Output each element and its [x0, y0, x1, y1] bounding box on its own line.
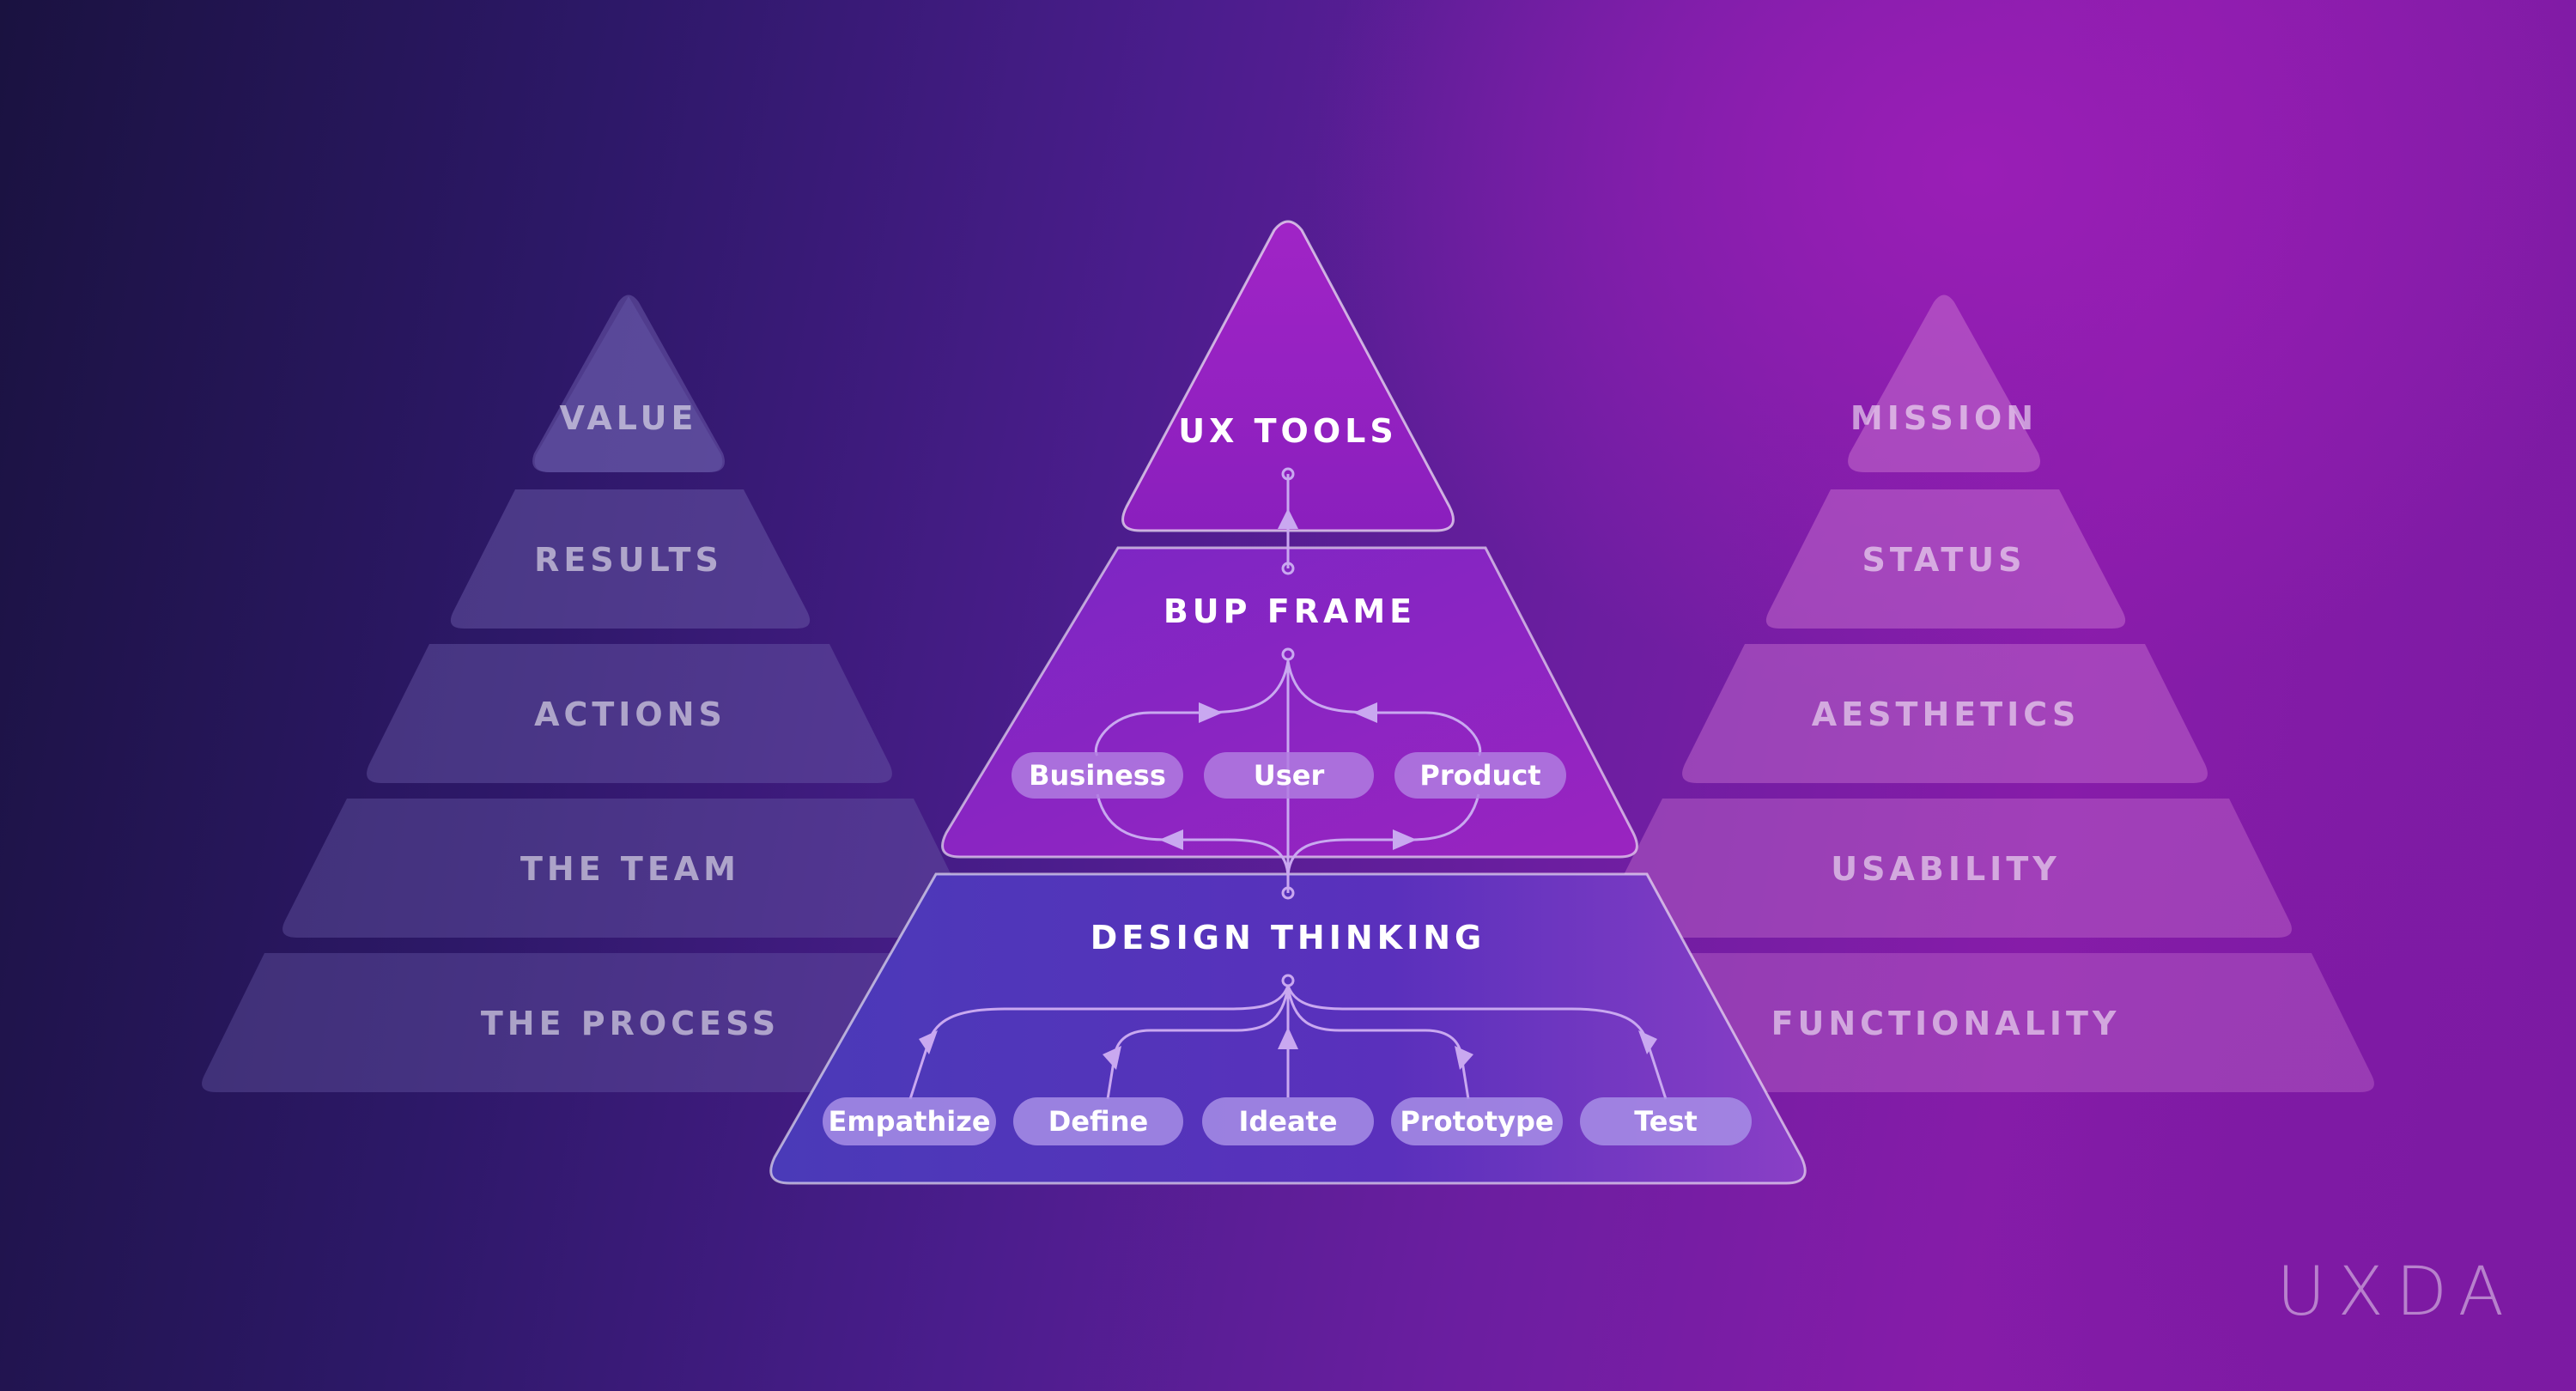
left-tier-1-shape [532, 295, 725, 472]
connector-test [1286, 985, 1668, 1100]
pill-label-ideate: Ideate [1238, 1105, 1337, 1138]
left-pyramid: VALUE RESULTS ACTIONS THE TEAM THE PROCE… [202, 295, 1059, 1092]
pill-label-business: Business [1029, 759, 1166, 792]
right-tier-label-4: USABILITY [1831, 850, 2061, 888]
pill-prototype[interactable] [1391, 1097, 1563, 1145]
connector-empathize [908, 985, 1290, 1100]
uxda-logo: UXDA [2276, 1254, 2516, 1331]
connector-product-loop [1365, 711, 1482, 756]
bup-pills: Business User Product [1012, 752, 1566, 799]
center-bottom-title: DESIGN THINKING [1091, 919, 1485, 957]
left-tier-label-2: RESULTS [534, 541, 723, 579]
right-tier-4-shape [1598, 799, 2292, 938]
pill-empathize[interactable] [823, 1097, 996, 1145]
left-tier-4-shape [283, 799, 976, 938]
right-tier-label-2: STATUS [1862, 541, 2026, 579]
connector-define [1106, 985, 1290, 1100]
connector-prototype [1286, 985, 1470, 1100]
center-top-tier [1121, 220, 1455, 532]
right-tier-3-shape [1682, 644, 2208, 783]
pill-label-prototype: Prototype [1400, 1105, 1553, 1138]
node-dot [1281, 886, 1295, 900]
left-tier-label-3: ACTIONS [534, 696, 726, 733]
arrow-up-left-icon [1103, 1046, 1121, 1070]
arrow-right-icon [1393, 829, 1417, 850]
center-middle-title: BUP FRAME [1163, 592, 1416, 630]
pill-product[interactable] [1394, 752, 1566, 799]
node-dot [1281, 562, 1295, 575]
right-tier-label-5: FUNCTIONALITY [1771, 1005, 2121, 1042]
right-tier-1-shape [1848, 295, 2040, 472]
design-thinking-pills: Empathize Define Ideate Prototype Test [823, 1097, 1752, 1145]
arrow-left-icon [1159, 829, 1183, 850]
pill-label-test: Test [1634, 1105, 1698, 1138]
node-dot [1281, 467, 1295, 481]
arrow-up-right-icon [1638, 1030, 1657, 1054]
arrow-up-left-icon [919, 1030, 938, 1054]
pill-label-define: Define [1048, 1105, 1148, 1138]
left-tier-label-1: VALUE [560, 399, 698, 437]
arrow-up-right-icon [1455, 1046, 1473, 1070]
pill-define[interactable] [1013, 1097, 1183, 1145]
connector-business-loop [1094, 711, 1211, 756]
left-tier-2-shape [450, 489, 811, 629]
pill-user[interactable] [1204, 752, 1374, 799]
pill-label-user: User [1254, 759, 1325, 792]
right-tier-label-1: MISSION [1850, 399, 2038, 437]
left-tier-label-4: THE TEAM [520, 850, 740, 888]
pill-test[interactable] [1580, 1097, 1752, 1145]
arrow-up-icon [1278, 508, 1298, 529]
pill-label-empathize: Empathize [828, 1105, 990, 1138]
pill-label-product: Product [1419, 759, 1540, 792]
left-tier-3-shape [367, 644, 892, 783]
pill-business[interactable] [1012, 752, 1183, 799]
left-tier-label-5: THE PROCESS [481, 1005, 780, 1042]
center-top-title: UX TOOLS [1178, 412, 1398, 450]
pill-ideate[interactable] [1202, 1097, 1374, 1145]
arrow-up-icon [1278, 1027, 1298, 1049]
center-pyramid: UX TOOLS BUP FRAME DESIGN THINKING [769, 220, 1807, 1185]
right-tier-label-3: AESTHETICS [1812, 696, 2080, 733]
right-tier-2-shape [1765, 489, 2126, 629]
